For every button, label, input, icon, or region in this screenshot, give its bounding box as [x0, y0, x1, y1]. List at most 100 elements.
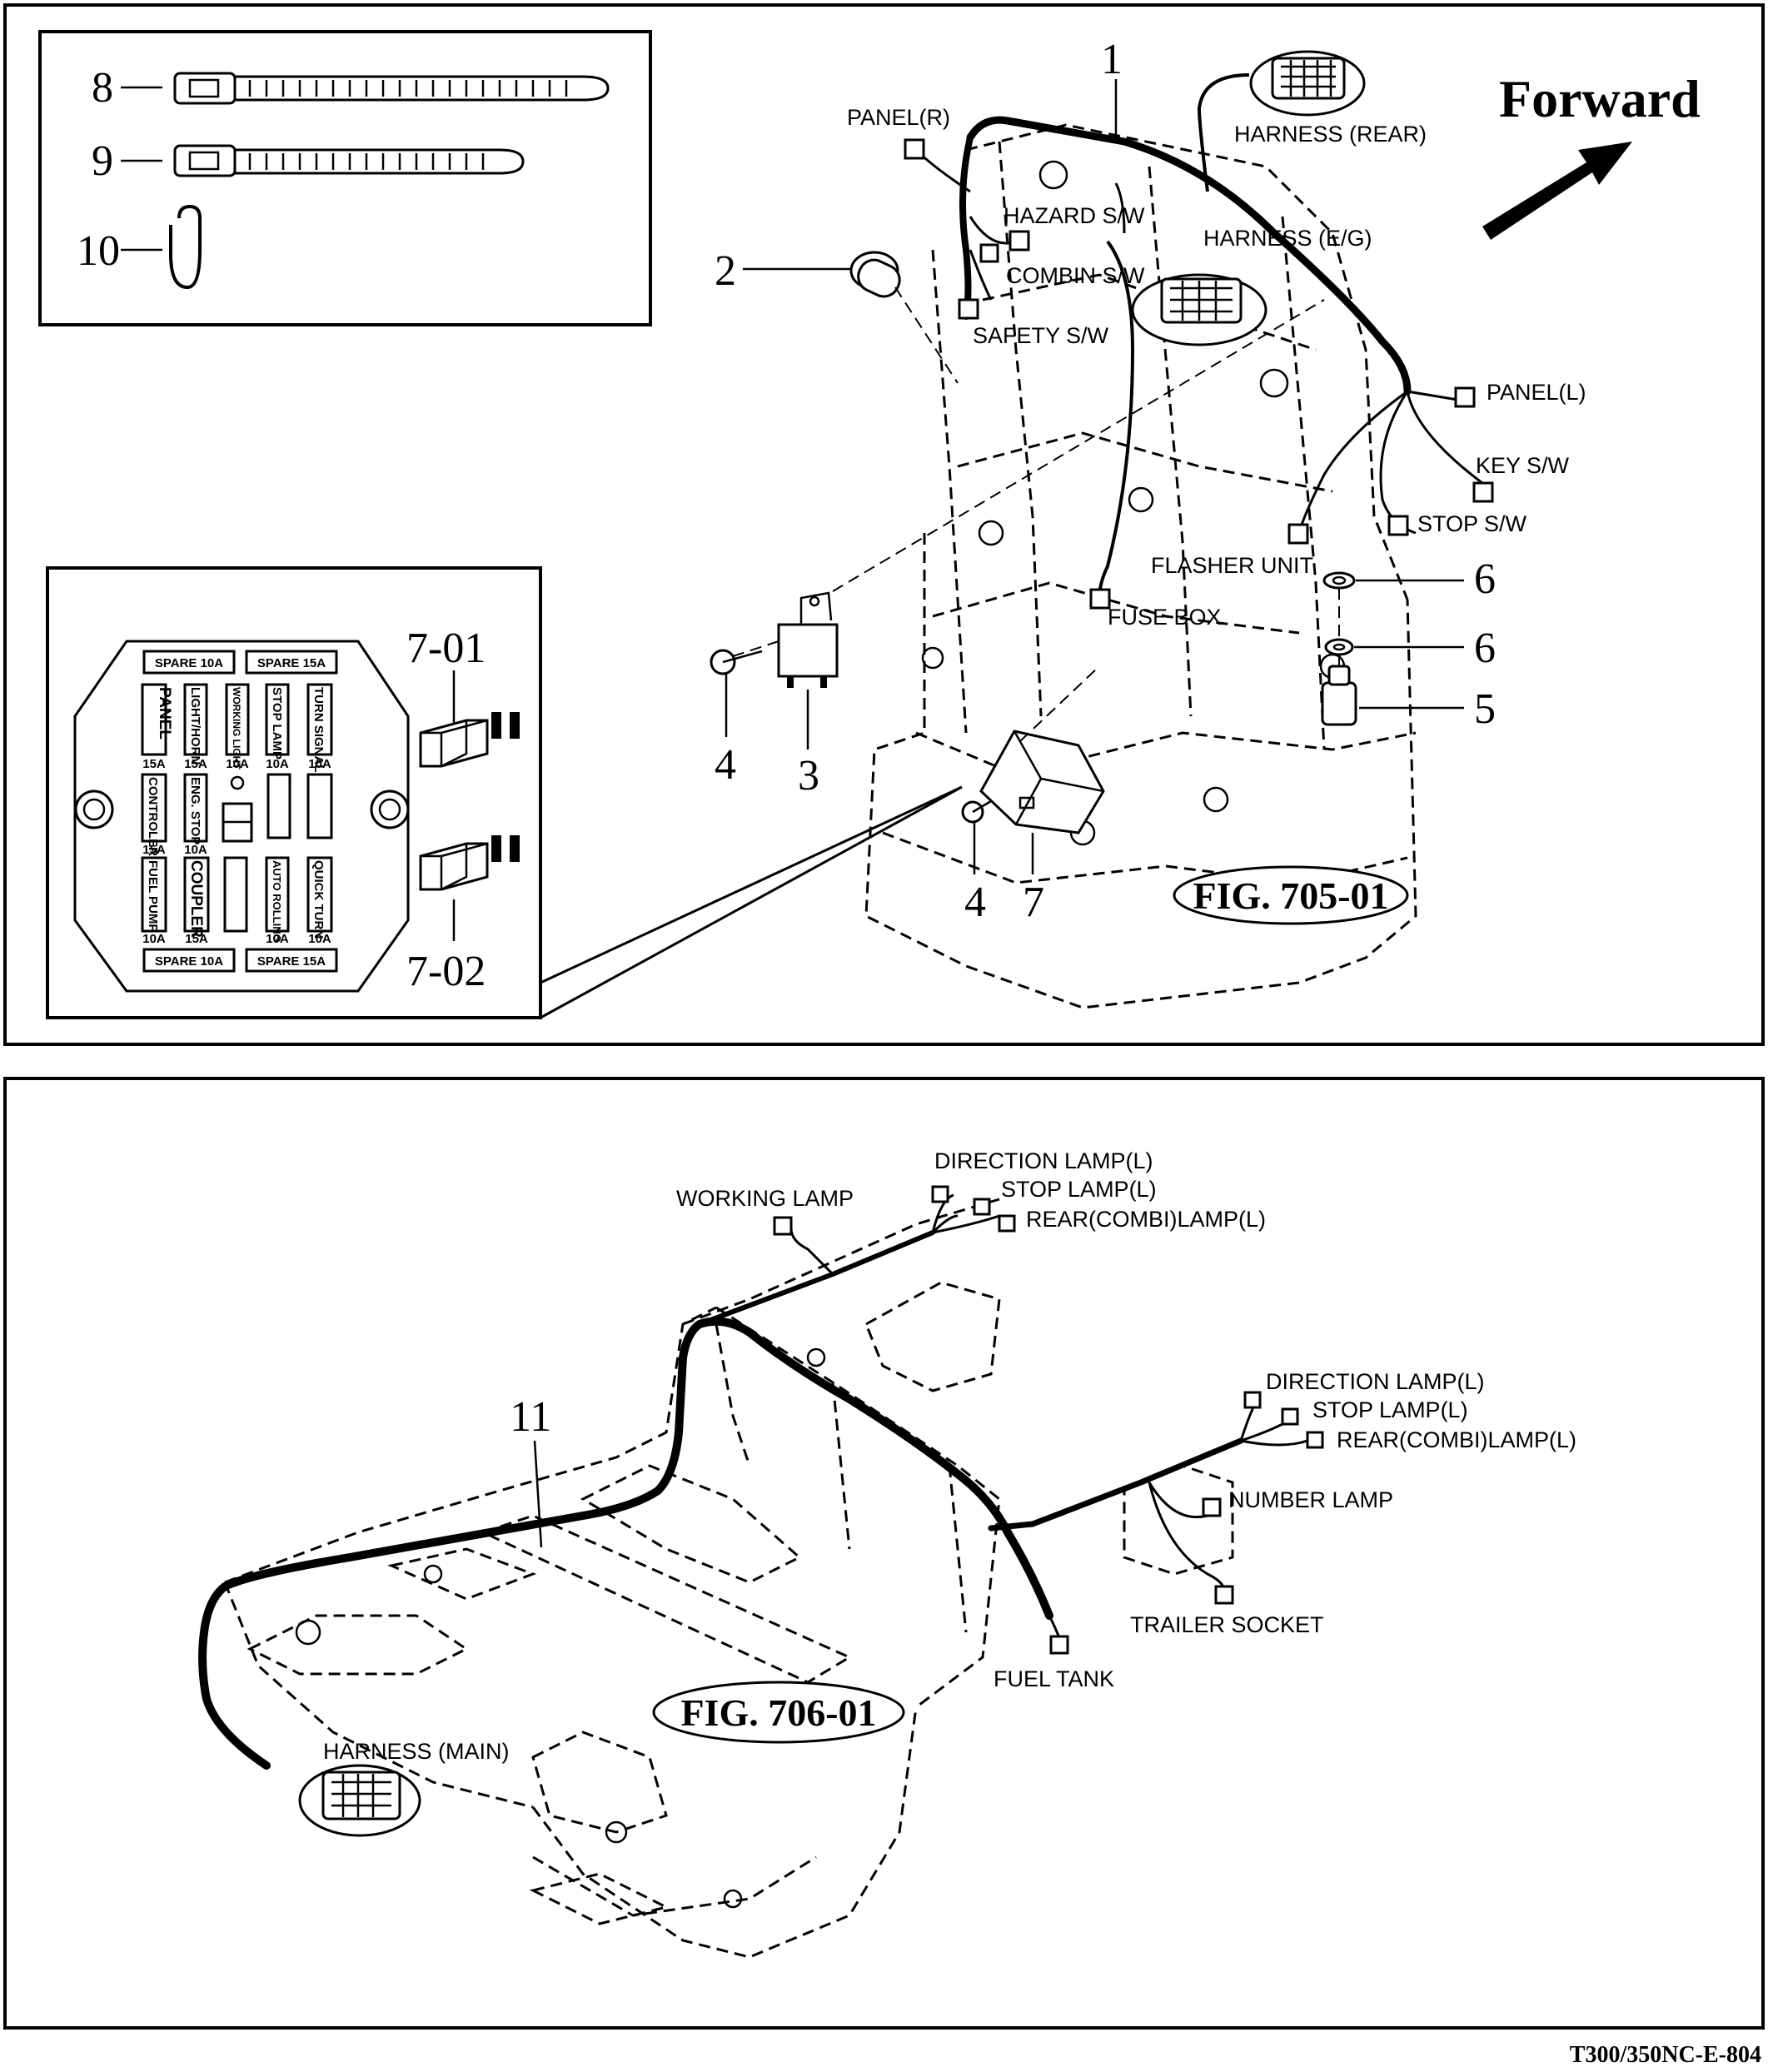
- figure-705-text: FIG. 705-01: [1193, 874, 1388, 917]
- spare-top-10a: SPARE 10A: [155, 656, 223, 670]
- fuse-7-01-icon: [419, 712, 520, 768]
- part-number-10: 10: [77, 227, 120, 275]
- harness-rear-label: HARNESS (REAR): [1234, 122, 1427, 147]
- hazard-sw-label: HAZARD S/W: [1004, 203, 1145, 228]
- instrument-harness: [914, 73, 1483, 600]
- combin-sw-label: COMBIN S/W: [1006, 263, 1145, 288]
- fuse-7-02-icon: [419, 835, 520, 891]
- fuse-coupler: COUPLER: [187, 860, 205, 938]
- fuse-label-7-01: 7-01: [406, 625, 486, 672]
- spare-bottom-10a: SPARE 10A: [155, 954, 223, 969]
- trailer-socket-plug-icon: [1214, 1585, 1234, 1605]
- panel-l-label: PANEL(L): [1487, 380, 1586, 405]
- direction-lamp-1-label: DIRECTION LAMP(L): [934, 1148, 1153, 1173]
- bottom-panel-frame: [3, 1077, 1765, 2030]
- harness-main-connector-icon: [298, 1764, 421, 1837]
- safety-sw-label: SAFETY S/W: [973, 323, 1109, 348]
- fuse-inset: SPARE 10A SPARE 15A SPARE 10A SPARE 15A …: [46, 566, 963, 1019]
- rear-combi-lamp-2-label: REAR(COMBI)LAMP(L): [1337, 1427, 1576, 1452]
- rear-lamp-plug-2-icon: [1306, 1431, 1324, 1449]
- bottom-callouts: 11 WORKING LAMP DIRECTION LAMP(L) STOP L…: [323, 1148, 1576, 1764]
- stop-sw-plug-icon: [1387, 515, 1409, 536]
- safety-sw-plug-icon: [958, 298, 979, 320]
- spare-top-15a: SPARE 15A: [257, 656, 326, 670]
- fuse-label-7-02: 7-02: [406, 948, 486, 995]
- fuse-box-label: FUSE BOX: [1108, 605, 1222, 630]
- bottom-connectors: [298, 1185, 1324, 1837]
- rear-combi-lamp-1-label: REAR(COMBI)LAMP(L): [1026, 1207, 1266, 1232]
- top-callouts: 1 2 3 4 4 5 6 6 7 PANEL(R) HARNESS (REAR…: [715, 36, 1586, 926]
- harness-eg-connector-icon: [1131, 273, 1267, 346]
- fuse-working-light: WORKING LIGHT: [231, 687, 242, 770]
- fuse-eng-stop: ENG. STOP: [188, 777, 202, 844]
- fuse-controler: CONTROLER: [146, 777, 160, 856]
- fuse-turn-signal: TURN SIGNAL: [311, 687, 326, 773]
- key-sw-plug-icon: [1472, 481, 1494, 503]
- mount-hole-right-icon: [370, 789, 410, 829]
- stop-lamp-plug-1-icon: [973, 1198, 991, 1216]
- number-lamp-plug-icon: [1202, 1497, 1222, 1517]
- panel-r-label: PANEL(R): [847, 105, 950, 130]
- trailer-socket-label: TRAILER SOCKET: [1130, 1612, 1324, 1637]
- part-number-11: 11: [510, 1393, 551, 1441]
- fuse-coupler-rating: 15A: [185, 932, 208, 946]
- wire-clip-icon: [169, 204, 202, 290]
- empty-fuse-slot: [306, 773, 333, 839]
- top-connectors: [904, 50, 1494, 610]
- part-5-stop-switch-icon: [1321, 665, 1357, 726]
- part-4-bolt-icon: [710, 649, 763, 675]
- figure-706-text: FIG. 706-01: [680, 1691, 876, 1734]
- empty-fuse-slot: [223, 856, 248, 933]
- combin-sw-plug-icon: [979, 243, 999, 263]
- direction-lamp-2-label: DIRECTION LAMP(L): [1266, 1369, 1485, 1394]
- fuse-controler-rating: 15A: [142, 843, 166, 857]
- part-6-nut-upper-icon: [1322, 571, 1356, 590]
- indicator-icon: [230, 775, 245, 790]
- fuse-eng-stop-rating: 10A: [184, 843, 207, 857]
- forward-label: Forward: [1499, 69, 1701, 128]
- stop-sw-label: STOP S/W: [1417, 511, 1527, 536]
- part-number-2: 2: [715, 247, 736, 295]
- part-3-flasher-relay-icon: [777, 591, 839, 688]
- spare-bottom-15a: SPARE 15A: [257, 954, 326, 969]
- fuse-stop-lamp-rating: 10A: [266, 757, 289, 771]
- part-6-nut-lower-icon: [1324, 638, 1354, 656]
- panel-l-plug-icon: [1454, 386, 1476, 408]
- harness-main-label: HARNESS (MAIN): [323, 1739, 510, 1764]
- part-number-1: 1: [1101, 36, 1123, 83]
- stop-lamp-plug-2-icon: [1281, 1407, 1299, 1426]
- number-lamp-label: NUMBER LAMP: [1228, 1487, 1393, 1512]
- direction-lamp-plug-1-icon: [931, 1185, 949, 1203]
- document-code: T300/350NC-E-804: [1570, 2042, 1761, 2068]
- fuse-light-horn: LIGHT/HORN: [188, 687, 202, 765]
- component-parts: [710, 251, 1357, 834]
- mount-hole-left-icon: [74, 789, 114, 829]
- harness-rear-connector-icon: [1249, 50, 1366, 117]
- part-number-4-left: 4: [715, 741, 736, 789]
- part-number-7: 7: [1023, 879, 1044, 926]
- part-2-horn-icon: [849, 251, 901, 298]
- part-number-3: 3: [798, 752, 819, 799]
- flasher-plug-icon: [1287, 523, 1309, 545]
- part-number-9: 9: [92, 137, 113, 185]
- fuse-auto-rolling-rating: 10A: [266, 932, 289, 946]
- cable-tie-short-icon: [173, 144, 525, 177]
- part-number-5: 5: [1474, 685, 1496, 733]
- part-number-4-right: 4: [964, 879, 986, 926]
- stop-lamp-2-label: STOP LAMP(L): [1312, 1397, 1468, 1422]
- fuse-stop-lamp: STOP LAMP: [270, 687, 284, 760]
- fuel-tank-label: FUEL TANK: [994, 1666, 1114, 1691]
- key-sw-label: KEY S/W: [1476, 453, 1570, 478]
- top-panel-frame: [3, 3, 1765, 1046]
- empty-fuse-slot: [266, 773, 291, 839]
- figure-706-label: FIG. 706-01: [652, 1681, 905, 1744]
- fuse-fuel-pump: FUEL PUMP: [146, 860, 160, 932]
- direction-lamp-plug-2-icon: [1243, 1391, 1262, 1409]
- flasher-unit-label: FLASHER UNIT: [1151, 553, 1313, 578]
- cable-tie-long-icon: [173, 72, 610, 105]
- part-4-bolt-lower-icon: [961, 799, 992, 824]
- working-lamp-label: WORKING LAMP: [676, 1186, 854, 1211]
- working-lamp-plug-icon: [773, 1216, 793, 1236]
- fuse-box-plug-icon: [1089, 588, 1111, 610]
